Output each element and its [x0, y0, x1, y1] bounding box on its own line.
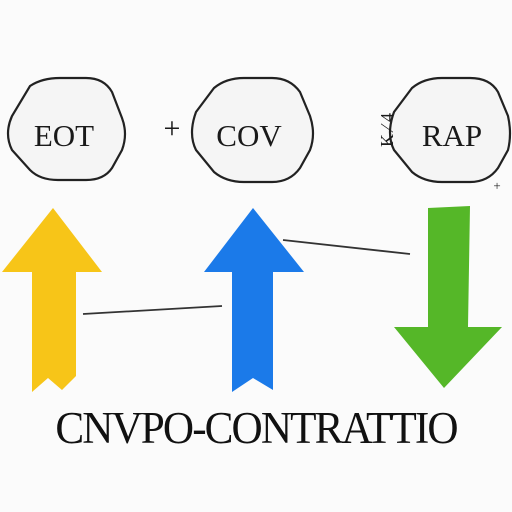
- node-middle-shape: [190, 76, 315, 184]
- side-mark-upper: K ⁄ 4: [377, 113, 397, 147]
- node-right: RAP: [388, 76, 512, 184]
- node-middle: COV: [190, 76, 315, 184]
- side-mark-small: +: [493, 178, 500, 193]
- connector-line-left: [82, 305, 223, 315]
- arrow-up-blue-icon: [204, 208, 304, 392]
- node-left-shape: [6, 76, 127, 182]
- arrow-up-yellow-icon: [2, 208, 102, 392]
- node-middle-label: COV: [216, 118, 282, 153]
- node-left-label: EOT: [34, 118, 94, 153]
- node-left: EOT: [6, 76, 127, 182]
- plus-operator: +: [164, 112, 181, 145]
- connector-line-right: [282, 239, 411, 255]
- arrow-down-green-icon: [394, 206, 502, 388]
- node-right-label: RAP: [422, 118, 482, 153]
- node-right-shape: [388, 76, 512, 184]
- diagram-caption: CNVPO-CONTRATTIO: [55, 403, 458, 453]
